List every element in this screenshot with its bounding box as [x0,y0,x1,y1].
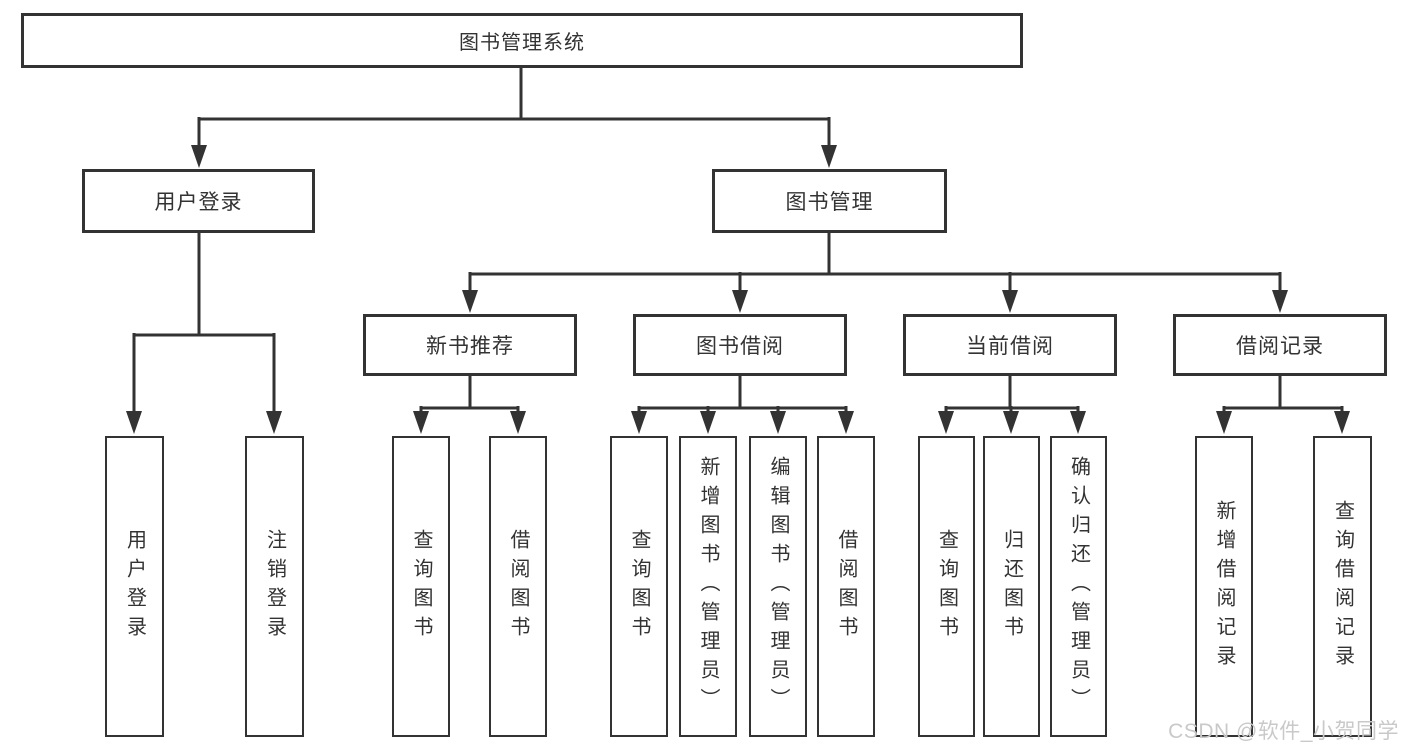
node-label: 归还图书 [1000,528,1023,645]
connector-new-book-to-leaves [413,376,526,434]
node-label: 查询图书 [410,528,432,645]
node-label: 用户登录 [123,528,146,645]
arrowhead [266,411,282,434]
node-label: 借阅记录 [1236,335,1324,358]
leaf-confirm-return-admin: 确认归还（管理员） [1050,436,1107,737]
arrowhead [938,411,954,434]
connector-root-to-level2 [191,68,837,168]
leaf-add-borrow-record: 新增借阅记录 [1195,436,1253,737]
leaf-query-borrow-record: 查询借阅记录 [1313,436,1372,737]
leaf-query-books-current: 查询图书 [918,436,975,737]
arrowhead [1070,411,1086,434]
connector-current-borrow-to-leaves [938,376,1086,434]
node-label: 图书借阅 [696,335,784,358]
arrowhead [510,411,526,434]
connector-book-borrow-to-leaves [631,376,854,434]
connector-borrow-record-to-leaves [1216,376,1350,434]
arrowhead [700,411,716,434]
leaf-logout-login: 注销登录 [245,436,304,737]
node-root-library-system: 图书管理系统 [21,13,1023,68]
node-label: 编辑图书（管理员） [767,456,789,717]
arrowhead [1272,290,1288,313]
leaf-query-books-newbook: 查询图书 [392,436,450,737]
node-label: 查询图书 [935,528,958,645]
node-label: 借阅图书 [835,528,857,645]
arrowhead [126,411,142,434]
node-user-login: 用户登录 [82,169,315,233]
arrowhead [1334,411,1350,434]
node-label: 新书推荐 [426,335,514,358]
node-label: 确认归还（管理员） [1067,456,1090,717]
node-label: 图书管理系统 [459,32,585,54]
arrowhead [191,145,207,168]
node-label: 新增借阅记录 [1213,499,1235,674]
node-label: 新增图书（管理员） [697,456,719,717]
node-label: 查询图书 [628,528,650,645]
node-current-borrow: 当前借阅 [903,314,1117,376]
node-book-management: 图书管理 [712,169,947,233]
node-new-book-recommend: 新书推荐 [363,314,577,376]
csdn-watermark: CSDN @软件_小贺同学 [1168,720,1399,743]
leaf-add-books-admin: 新增图书（管理员） [679,436,737,737]
arrowhead [462,290,478,313]
connector-user-login-to-leaves [126,233,282,434]
arrowhead [821,145,837,168]
arrowhead [413,411,429,434]
node-label: 当前借阅 [966,335,1054,358]
node-label: 图书管理 [785,191,874,214]
node-label: 借阅图书 [507,528,529,645]
arrowhead [770,411,786,434]
node-borrow-record: 借阅记录 [1173,314,1387,376]
connector-book-management-to-level3 [462,233,1288,313]
arrowhead [1003,411,1019,434]
arrowhead [732,290,748,313]
leaf-borrow-books-newbook: 借阅图书 [489,436,547,737]
node-label: 注销登录 [263,528,286,645]
node-label: 用户登录 [154,191,243,214]
node-book-borrow: 图书借阅 [633,314,847,376]
arrowhead [631,411,647,434]
leaf-borrow-books: 借阅图书 [817,436,875,737]
node-label: 查询借阅记录 [1331,499,1354,674]
arrowhead [838,411,854,434]
leaf-edit-books-admin: 编辑图书（管理员） [749,436,807,737]
leaf-return-books: 归还图书 [983,436,1040,737]
arrowhead [1002,290,1018,313]
leaf-user-login: 用户登录 [105,436,164,737]
leaf-query-books-borrow: 查询图书 [610,436,668,737]
arrowhead [1216,411,1232,434]
